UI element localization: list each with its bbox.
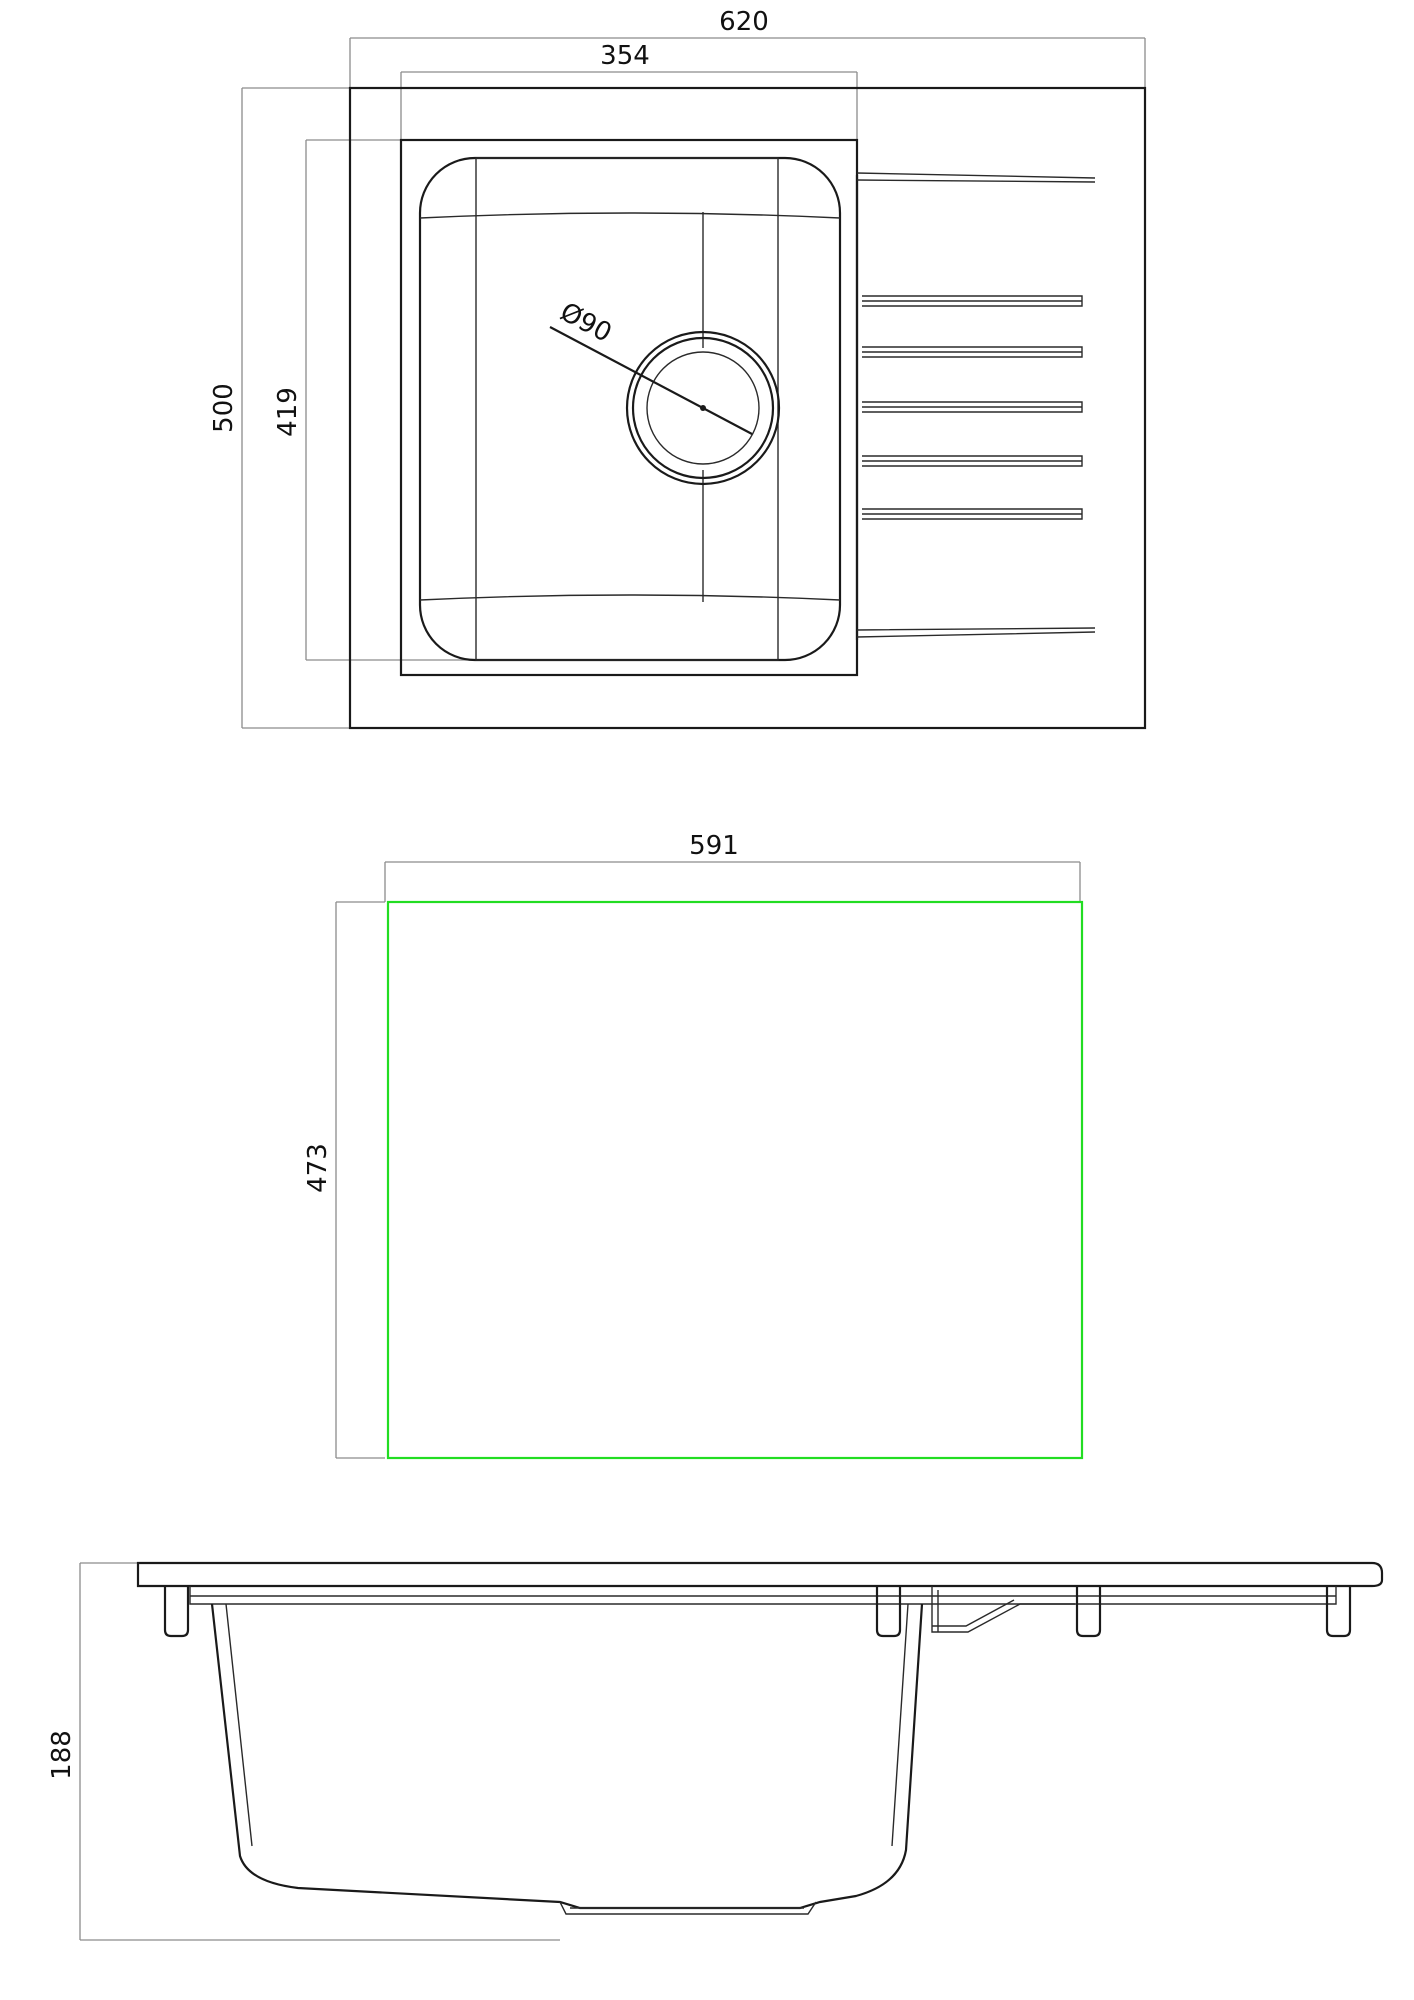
drainer-ribs [855, 172, 1096, 640]
dimension-height-total: 500 [209, 87, 350, 729]
mounting-clips [163, 1586, 1352, 1638]
dimension-cutout-height: 473 [303, 901, 385, 1459]
depth-label: 188 [47, 1730, 77, 1780]
dimension-width-bowl: 354 [400, 41, 858, 140]
sink-outline [348, 86, 1147, 730]
cutout-view: 591 473 [303, 831, 1084, 1460]
dimension-depth: 188 [47, 1562, 560, 1941]
dimension-height-bowl: 419 [273, 139, 470, 661]
dimension-cutout-width: 591 [384, 831, 1081, 902]
cutout-outline [386, 900, 1084, 1460]
height-total-label: 500 [209, 383, 239, 433]
side-view: 188 [47, 1561, 1384, 1941]
cutout-height-label: 473 [303, 1143, 333, 1193]
drain-cap [559, 1901, 817, 1915]
overflow-channel [931, 1586, 1075, 1633]
dimension-width-total: 620 [349, 7, 1146, 88]
sink-top-slab [136, 1561, 1384, 1588]
bowl-contours [419, 157, 841, 661]
drain: Ø90 [549, 297, 781, 486]
top-view: 620 354 500 419 [209, 7, 1147, 730]
width-bowl-label: 354 [600, 41, 650, 71]
height-bowl-label: 419 [273, 387, 303, 437]
bowl-inner [418, 156, 842, 662]
cutout-width-label: 591 [689, 831, 739, 861]
bowl-body [210, 1603, 924, 1910]
width-total-label: 620 [719, 7, 769, 37]
drain-diameter-label: Ø90 [555, 297, 616, 349]
